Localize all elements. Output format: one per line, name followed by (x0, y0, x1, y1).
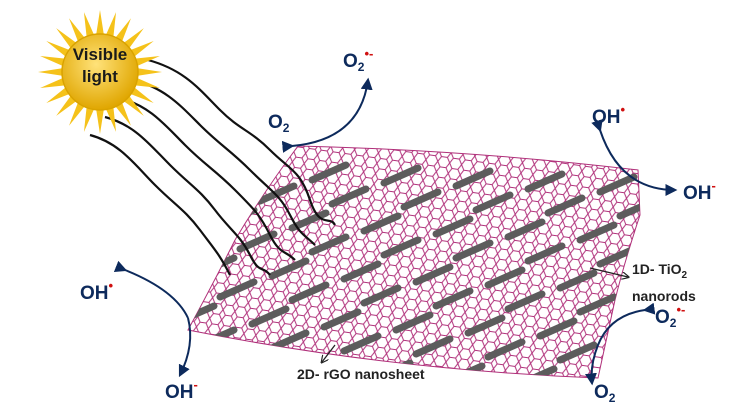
tio2-nanorod (328, 185, 370, 208)
tio2-nanorod (380, 236, 422, 259)
tio2-nanorod (340, 260, 382, 283)
hydroxyl-radical-label-left: OH• (80, 278, 114, 304)
tio2-nanorod (464, 314, 506, 337)
sun-ray (40, 55, 69, 68)
rgo-nanosheet (187, 145, 641, 379)
hydroxide-label-left: OH- (165, 377, 198, 403)
tio2-nanorod (616, 197, 640, 220)
rgo-nanosheet-label: 2D- rGO nanosheet (297, 366, 425, 382)
tio2-nanorod (320, 308, 362, 331)
pointer-arrows (322, 267, 628, 362)
tio2-nanorod (248, 305, 290, 328)
light-waves (89, 58, 336, 276)
superoxide-label-bottom: O2•- (655, 302, 686, 330)
tio2-nanorod (188, 302, 218, 325)
sun-ray (104, 103, 117, 132)
tio2-nanorod (524, 170, 566, 193)
sun-ray (133, 67, 162, 77)
tio2-nanorod (504, 218, 546, 241)
tio2-nanorod (452, 167, 494, 190)
tio2-nanorod (576, 221, 618, 244)
tio2-nanorod (308, 233, 350, 256)
tio2-nanorod (268, 329, 310, 352)
tio2-nanorod (288, 209, 330, 232)
tio2-nanorod (484, 266, 526, 289)
tio2-nanorod (380, 164, 422, 187)
tio2-nanorod (188, 350, 198, 373)
tio2-nanorod (256, 182, 298, 205)
tio2-nanorod (556, 269, 598, 292)
tio2-nanorod (412, 263, 454, 286)
oh-arrow-right (591, 118, 678, 196)
tio2-nanorod (472, 191, 514, 214)
sun-ray (104, 12, 117, 41)
tio2-nanorod (268, 257, 310, 280)
tio2-nanorod (216, 278, 258, 301)
tio2-nanorod (288, 281, 330, 304)
oh-arrow-left-a (113, 260, 189, 319)
sun-ray (83, 12, 96, 41)
tio2-nanorod (400, 188, 442, 211)
sun-icon (38, 10, 162, 134)
sun-ray (38, 67, 67, 77)
sun-ray (40, 76, 69, 89)
tio2-nanorod (452, 239, 494, 262)
tio2-nanorod (340, 332, 382, 355)
sun-ray (131, 76, 160, 89)
tio2-nanorod (484, 338, 526, 361)
tio2-nanorod (432, 215, 474, 238)
o2-reduction-arrow-top (281, 77, 373, 153)
sun-ray (95, 105, 105, 134)
tio2-nanorod (228, 353, 270, 376)
sun-ray (83, 103, 96, 132)
oh-arrow-left-b (178, 317, 192, 378)
tio2-nanorod (360, 212, 402, 235)
hydroxide-label-right: OH- (683, 178, 716, 204)
tio2-nanorod (544, 194, 586, 217)
tio2-nanorod (432, 287, 474, 310)
tio2-nanorod (392, 311, 434, 334)
sun-ray (95, 10, 105, 39)
o2-label-top: O2 (268, 112, 290, 135)
tio2-nanorod (360, 284, 402, 307)
tio2-nanorod (308, 161, 350, 184)
tio2-nanorod (504, 290, 546, 313)
o2-reduction-arrow-bottom (584, 302, 656, 386)
superoxide-label-top: O2•- (343, 46, 374, 74)
tio2-nanorod (412, 335, 454, 358)
tio2-nanorod (536, 317, 578, 340)
sun-ray (131, 55, 160, 68)
o2-label-bottom: O2 (594, 382, 616, 405)
tio2-nanorod (524, 242, 566, 265)
reaction-arrows (113, 77, 678, 386)
tio2-nanorod (596, 245, 638, 268)
hydroxyl-radical-label-right: OH• (592, 102, 626, 128)
